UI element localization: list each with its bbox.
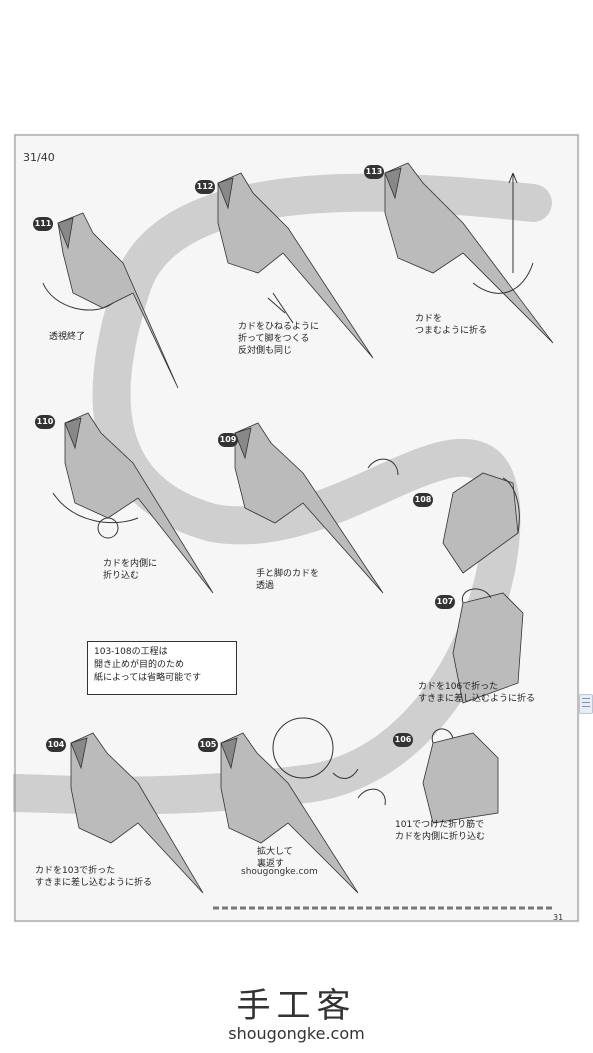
caption-line: 裏返す bbox=[257, 859, 285, 869]
caption-line: 手と脚のカドを bbox=[256, 569, 320, 579]
caption-line: カドを103で折った bbox=[35, 866, 116, 876]
step-caption: カドを内側に 折り込む bbox=[103, 558, 157, 582]
step-badge: 106 bbox=[393, 733, 413, 747]
caption-line: すきまに差し込むように折る bbox=[418, 694, 536, 704]
step-badge: 108 bbox=[413, 493, 433, 507]
footer-page-number: 31 bbox=[553, 913, 564, 922]
step-badge: 111 bbox=[33, 217, 53, 231]
step-caption: 拡大して 裏返す bbox=[257, 846, 293, 870]
watermark-url: shougongke.com bbox=[228, 1024, 365, 1043]
note-box: 103-108の工程は 開き止めが目的のため 紙によっては省略可能です bbox=[87, 641, 237, 695]
note-line: 103-108の工程は bbox=[94, 647, 168, 657]
step-caption: カドを つまむように折る bbox=[415, 313, 487, 337]
note-line: 開き止めが目的のため bbox=[94, 660, 185, 670]
caption-line: 折って脚をつくる bbox=[238, 334, 310, 344]
step-caption: 手と脚のカドを 透過 bbox=[256, 568, 319, 592]
step-caption: 101でつけた折り筋で カドを内側に折り込む bbox=[395, 819, 485, 843]
caption-line: カドをひねるように bbox=[238, 322, 320, 332]
step-caption: 透視終了 bbox=[49, 331, 85, 343]
step-badge: 107 bbox=[435, 595, 455, 609]
step-badge: 104 bbox=[46, 738, 66, 752]
caption-line: カドを bbox=[415, 314, 443, 324]
step-badge: 109 bbox=[218, 433, 238, 447]
caption-line: すきまに差し込むように折る bbox=[35, 878, 153, 888]
caption-line: 透過 bbox=[256, 581, 275, 591]
caption-line: カドを106で折った bbox=[418, 682, 499, 692]
scanned-page: 31/40 111 112 113 110 109 108 107 104 10… bbox=[13, 133, 580, 923]
caption-line: カドを内側に bbox=[103, 559, 158, 569]
caption-line: 反対側も同じ bbox=[238, 346, 293, 356]
step-caption: カドをひねるように 折って脚をつくる 反対側も同じ bbox=[238, 321, 319, 357]
step-badge: 110 bbox=[35, 415, 55, 429]
credit-text: shougongke.com bbox=[241, 867, 318, 877]
step-badge: 112 bbox=[195, 180, 215, 194]
caption-line: カドを内側に折り込む bbox=[395, 832, 486, 842]
caption-line: 101でつけた折り筋で bbox=[395, 820, 485, 830]
caption-line: つまむように折る bbox=[415, 326, 488, 336]
caption-line: 拡大して bbox=[257, 847, 293, 857]
step-badge: 113 bbox=[364, 165, 384, 179]
page-number: 31/40 bbox=[23, 151, 55, 164]
step-caption: カドを103で折った すきまに差し込むように折る bbox=[35, 865, 152, 889]
step-caption: カドを106で折った すきまに差し込むように折る bbox=[418, 681, 535, 705]
watermark-logo: 手工客 bbox=[236, 986, 357, 1026]
step-badge: 105 bbox=[198, 738, 218, 752]
note-line: 紙によっては省略可能です bbox=[94, 673, 202, 683]
scroll-handle[interactable] bbox=[579, 694, 593, 714]
caption-line: 透視終了 bbox=[49, 332, 86, 342]
caption-line: 折り込む bbox=[103, 571, 140, 581]
origami-diagram-artwork bbox=[13, 134, 579, 922]
